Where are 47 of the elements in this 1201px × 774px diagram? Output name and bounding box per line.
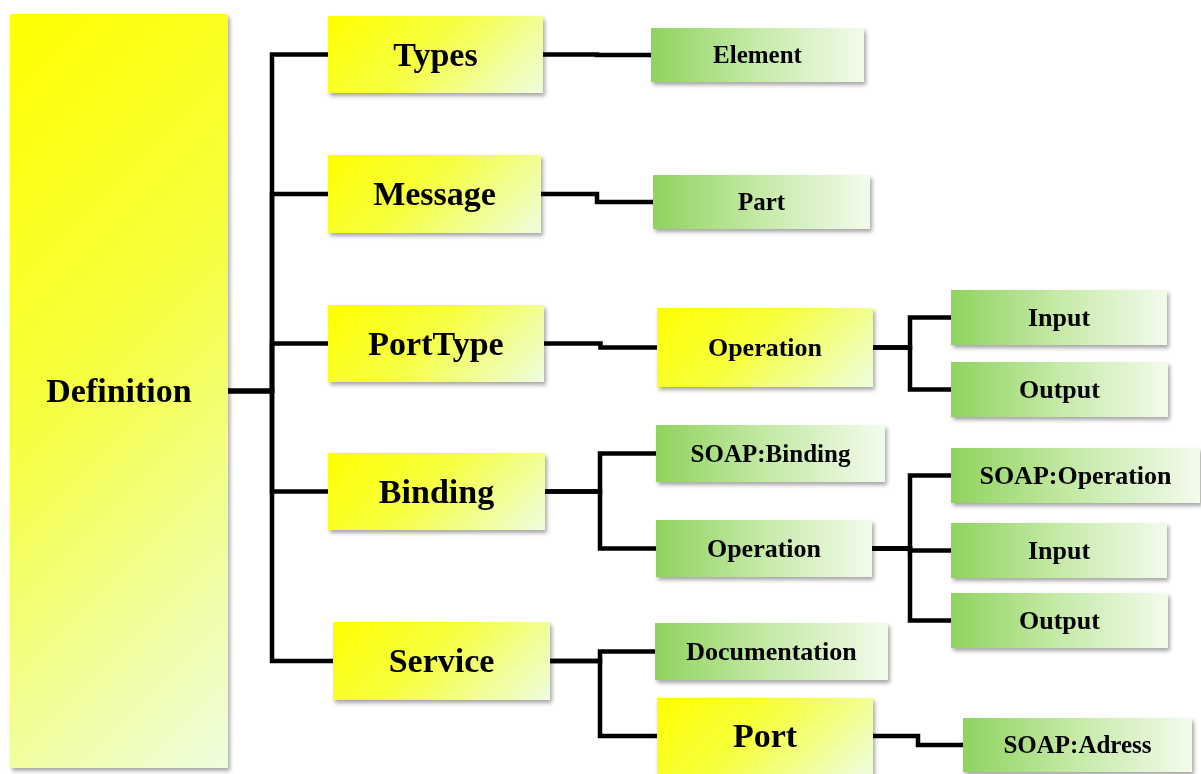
- node-label: Message: [373, 175, 496, 213]
- node-label: Part: [737, 188, 786, 216]
- node-label: SOAP:Binding: [690, 439, 851, 468]
- node-label: SOAP:Operation: [979, 460, 1172, 491]
- connector-line: [545, 489, 656, 551]
- connector-line: [550, 658, 657, 739]
- process-box: [333, 622, 550, 700]
- node-label: Types: [393, 35, 478, 74]
- process-box: [328, 16, 543, 93]
- node-label: Binding: [378, 472, 495, 511]
- process-box: [328, 155, 541, 233]
- connector-line: [544, 341, 657, 350]
- process-box: [328, 453, 545, 530]
- connector-line: [543, 52, 651, 58]
- process-box: [657, 308, 873, 387]
- connector-line: [228, 388, 333, 664]
- node-label: Definition: [46, 372, 192, 410]
- node-label: Output: [1019, 374, 1100, 405]
- process-box: [951, 523, 1167, 578]
- connector-line: [872, 546, 951, 623]
- connector-line: [873, 345, 951, 392]
- node-label: Documentation: [686, 636, 857, 667]
- process-box: [951, 290, 1167, 345]
- process-box: [657, 698, 873, 774]
- connector-line: [873, 733, 963, 748]
- process-box: [328, 305, 544, 382]
- process-box: [951, 448, 1200, 503]
- process-box: [656, 425, 885, 482]
- node-label: Input: [1027, 302, 1091, 333]
- process-box: [651, 28, 864, 82]
- node-label: Operation: [707, 332, 823, 363]
- process-box: [653, 175, 870, 229]
- process-box: [963, 718, 1192, 772]
- node-label: Operation: [706, 533, 822, 564]
- node-label: Port: [732, 717, 798, 755]
- node-label: Input: [1027, 535, 1091, 566]
- process-box: [656, 520, 872, 577]
- process-box: [655, 623, 888, 680]
- node-label: SOAP:Adress: [1003, 731, 1152, 759]
- node-label: Service: [388, 642, 495, 680]
- process-box: [10, 14, 228, 768]
- process-box: [951, 593, 1168, 648]
- node-label: Element: [713, 41, 802, 69]
- process-box: [951, 362, 1168, 417]
- node-label: Output: [1019, 605, 1100, 636]
- connector-line: [541, 191, 653, 205]
- node-label: PortType: [368, 324, 504, 363]
